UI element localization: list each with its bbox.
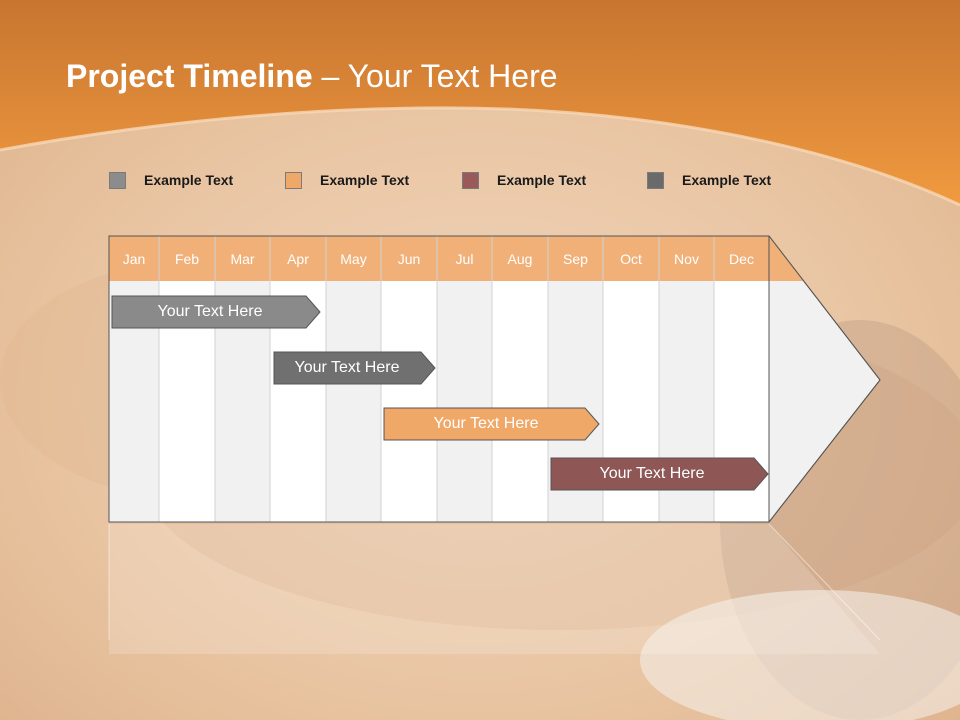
month-aug: Aug [507,250,533,267]
month-column-5 [326,281,381,522]
legend-swatch-4 [647,171,664,189]
bar-label-4: Your Text Here [599,465,705,482]
legend-item-2: Example Text [285,170,409,190]
legend-label-3: Example Text [497,172,587,188]
month-may: May [340,250,367,267]
reflection-edge-right [768,523,881,641]
month-oct: Oct [620,250,642,267]
bar-label-2: Your Text Here [294,359,400,376]
task-bar-4 [550,457,769,491]
legend-label-4: Example Text [682,172,772,188]
legend-item-3: Example Text [462,170,586,190]
month-jul: Jul [455,250,474,267]
legend-label-2: Example Text [320,172,410,188]
month-apr: Apr [287,250,309,267]
legend-swatch-1 [109,171,126,189]
legend-swatch-2 [285,171,302,189]
legend-label-1: Example Text [144,172,234,188]
month-column-6 [381,281,437,522]
task-bar-1 [111,295,321,329]
month-column-7 [437,281,492,522]
legend-item-4: Example Text [647,170,771,190]
legend-item-1: Example Text [109,170,233,190]
month-jun: Jun [397,250,421,267]
month-feb: Feb [174,250,200,267]
timeline-outline [108,235,881,523]
month-column-8 [492,281,548,522]
title-rest: – Your Text Here [312,58,558,94]
task-bar-3 [383,407,600,441]
title-bold: Project Timeline [66,58,313,94]
month-nov: Nov [674,250,699,267]
timeline-header-band [109,236,804,281]
month-dec: Dec [729,250,754,267]
month-mar: Mar [230,250,255,267]
page-title: Project Timeline – Your Text Here [66,58,558,95]
task-bar-2 [273,351,436,385]
bar-label-3: Your Text Here [433,415,539,432]
bar-label-1: Your Text Here [157,303,263,320]
timeline-reflection [109,524,880,654]
month-sep: Sep [563,250,588,267]
month-jan: Jan [122,250,146,267]
legend-swatch-3 [462,171,479,189]
